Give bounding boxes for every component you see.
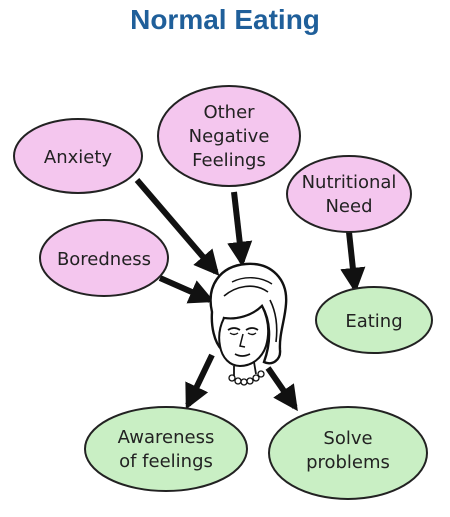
edges [134, 178, 366, 412]
edge-nutritional-need-to-eating [340, 231, 366, 294]
edge-person-to-solve-problems [265, 366, 298, 412]
node-solve-problems: Solve problems [268, 406, 428, 500]
node-nutritional-need-line1: Nutritional [302, 172, 397, 193]
woman-face-icon [209, 262, 288, 386]
node-nutritional-need: Nutritional Need [286, 155, 412, 233]
node-other-negative-feelings: Other Negative Feelings [157, 85, 301, 187]
node-solve-problems-line1: Solve [323, 428, 372, 449]
node-nutritional-need-line2: Need [325, 196, 372, 217]
node-other-negative-feelings-line2: Negative [189, 126, 270, 147]
edge-person-to-awareness [185, 353, 215, 410]
node-other-negative-feelings-line3: Feelings [192, 150, 266, 171]
node-eating: Eating [315, 286, 433, 354]
edge-boredness-to-person [158, 275, 215, 304]
node-anxiety-label: Anxiety [44, 147, 113, 168]
edge-anxiety-to-person [134, 178, 220, 276]
node-awareness-of-feelings: Awareness of feelings [84, 406, 248, 492]
node-solve-problems-line2: problems [306, 452, 390, 473]
node-boredness-label: Boredness [57, 249, 151, 270]
diagram-title: Normal Eating [130, 4, 320, 35]
node-anxiety: Anxiety [13, 118, 143, 194]
node-other-negative-feelings-line1: Other [203, 102, 255, 123]
node-boredness: Boredness [39, 219, 169, 297]
node-awareness-line1: Awareness [118, 427, 215, 448]
node-eating-label: Eating [345, 311, 402, 332]
node-awareness-line2: of feelings [119, 451, 213, 472]
edge-other-negative-feelings-to-person [227, 191, 253, 268]
